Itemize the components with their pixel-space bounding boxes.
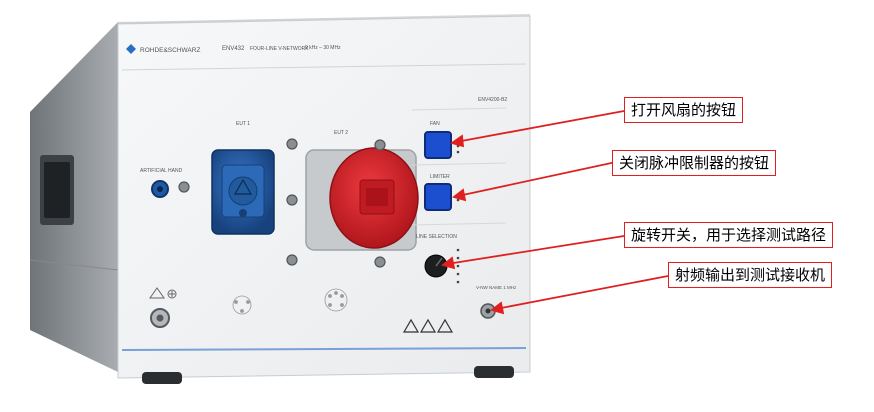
- artificial-hand-label: ARTIFICIAL HAND: [140, 168, 183, 174]
- eut1-jack-top[interactable]: [286, 138, 298, 150]
- eut2-jack-top[interactable]: [374, 139, 386, 151]
- pin-diagram-right: [324, 288, 348, 312]
- callout-arrows: [441, 110, 669, 315]
- eut1-socket[interactable]: [211, 149, 275, 235]
- limiter-label: LIMITER: [430, 174, 450, 180]
- model-number: ENV432: [222, 46, 245, 52]
- eut1-jack-bottom[interactable]: [286, 254, 298, 266]
- hand-ground-jack[interactable]: [178, 181, 190, 193]
- model-tag: ENV4200-B2: [478, 97, 507, 103]
- line-selection-label: LINE SELECTION: [416, 234, 457, 240]
- callout-rotary-switch: 旋转开关，用于选择测试路径: [624, 222, 834, 248]
- callout-rf-output: 射频输出到测试接收机: [668, 262, 833, 288]
- foot-left: [142, 372, 182, 384]
- eut1-label: EUT 1: [236, 121, 250, 127]
- warning-triangle-icon: [402, 318, 454, 333]
- fan-label: FAN: [430, 121, 440, 127]
- limiter-button[interactable]: [424, 183, 452, 211]
- callout-limiter-button: 关闭脉冲限制器的按钮: [612, 150, 777, 176]
- callout-fan-button: 打开风扇的按钮: [624, 97, 744, 123]
- pin-diagram-left: [232, 295, 252, 315]
- brand-name: ROHDE&SCHWARZ: [140, 47, 200, 54]
- ground-icon: [149, 287, 177, 299]
- foot-right: [474, 366, 514, 378]
- brand-logo-icon: [126, 44, 136, 54]
- model-description: FOUR-LINE V-NETWORK: [250, 46, 309, 52]
- eut2-socket[interactable]: [305, 147, 419, 251]
- frequency-range: 9 kHz – 30 MHz: [305, 45, 341, 51]
- rf-output-label: V-NW NAME 1 MHz: [476, 285, 517, 290]
- eut2-jack-bottom[interactable]: [374, 256, 386, 268]
- fan-button[interactable]: [424, 131, 452, 159]
- eut1-jack-mid[interactable]: [286, 194, 298, 206]
- eut2-label: EUT 2: [334, 130, 348, 136]
